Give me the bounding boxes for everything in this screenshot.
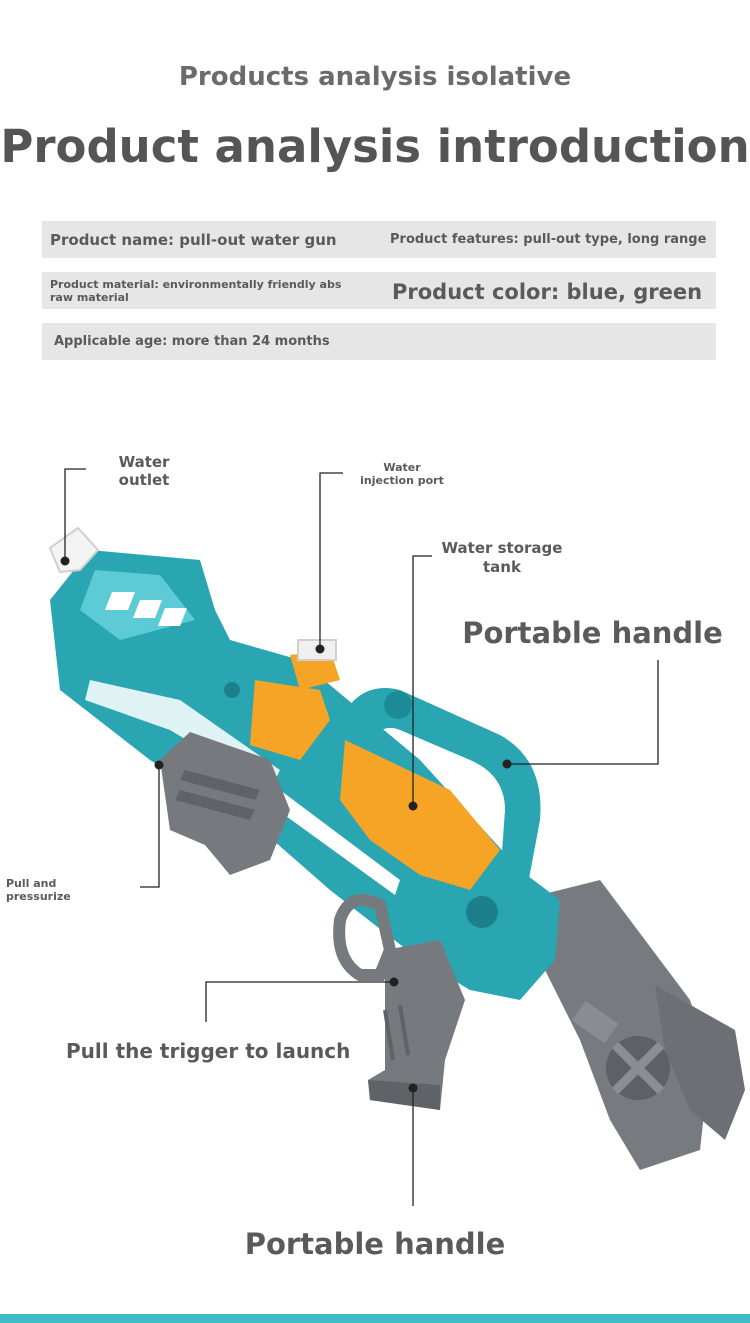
label-portable-handle-bottom: Portable handle (244, 1227, 506, 1261)
spec-product-name: Product name: pull-out water gun (50, 231, 337, 249)
label-water-outlet-line1: Water (118, 453, 170, 471)
spec-product-material-1: Product material: environmentally friend… (50, 278, 342, 291)
label-water-outlet-line2: outlet (118, 471, 170, 489)
spec-row-3 (42, 323, 716, 360)
spec-row-2 (42, 272, 716, 309)
gun-body-icon (48, 526, 560, 1000)
label-portable-handle-top: Portable handle (462, 616, 723, 650)
label-water-injection-line2: injection port (360, 474, 444, 487)
spec-product-color: Product color: blue, green (392, 280, 703, 304)
callout-lines (64, 468, 659, 1206)
spec-product-features: Product features: pull-out type, long ra… (390, 232, 707, 247)
label-water-storage-tank: Water storage tank (432, 539, 572, 577)
label-pull-pressurize-line1: Pull and (6, 877, 57, 890)
label-water-storage-line1: Water storage (441, 539, 563, 557)
label-pull-pressurize-line2: pressurize (6, 890, 71, 903)
spec-product-material-2: raw material (50, 291, 129, 304)
callout-dots (60, 556, 512, 1093)
label-trigger: Pull the trigger to launch (66, 1039, 351, 1063)
label-water-outlet: Water outlet (104, 453, 184, 489)
label-water-storage-line2: tank (483, 558, 521, 576)
label-pull-pressurize: Pull and pressurize (6, 877, 96, 903)
label-water-injection-port: Water injection port (352, 461, 452, 487)
pump-grip-icon (160, 732, 290, 875)
bottom-accent-bar (0, 1314, 750, 1323)
spec-applicable-age: Applicable age: more than 24 months (54, 334, 330, 349)
stock-icon (520, 880, 745, 1170)
page-title: Product analysis introduction (0, 120, 750, 173)
page-subtitle: Products analysis isolative (178, 62, 572, 92)
spec-row-1 (42, 221, 716, 258)
label-water-injection-line1: Water (383, 461, 421, 474)
